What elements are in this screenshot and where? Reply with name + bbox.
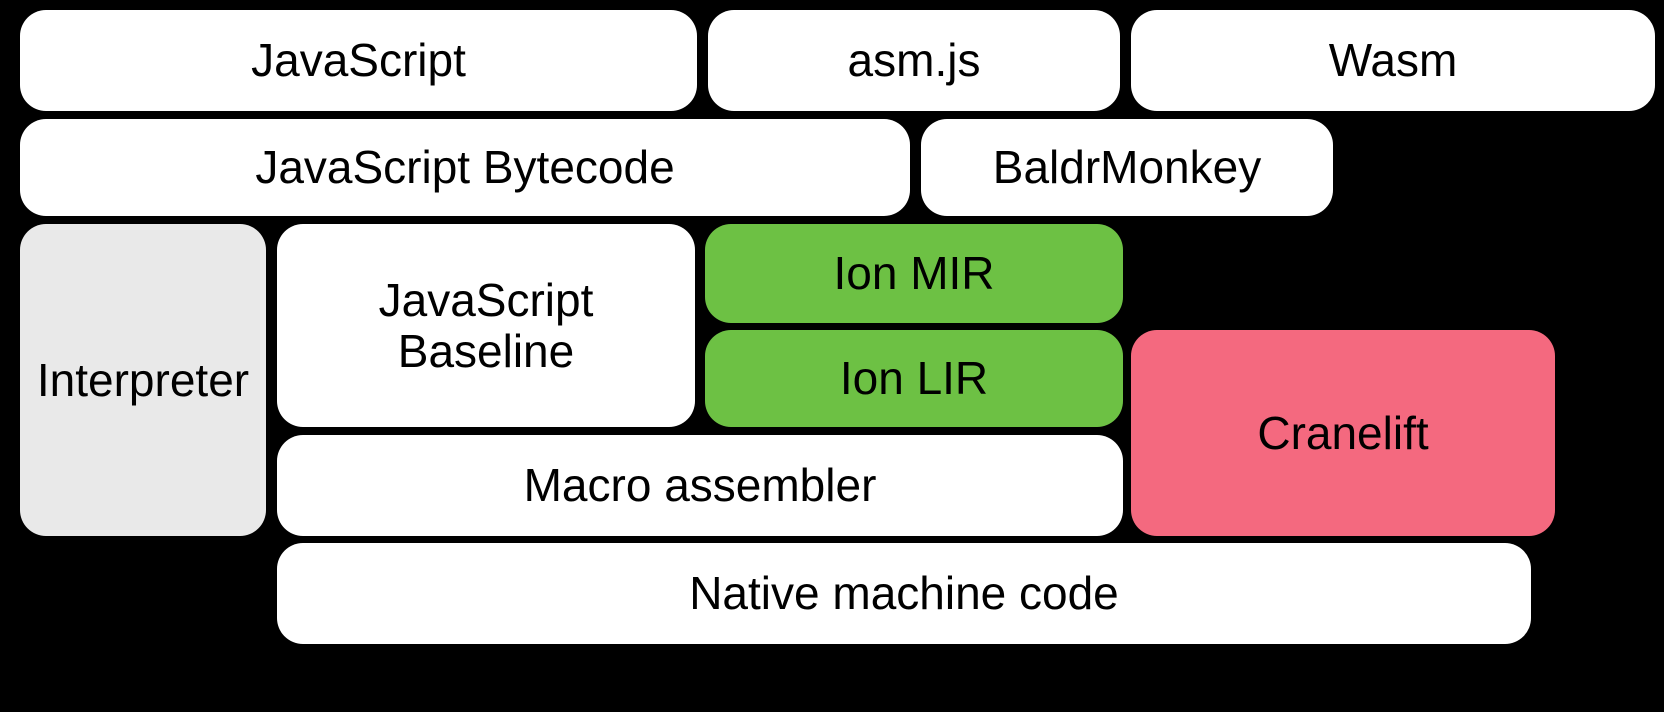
node-ion-lir: Ion LIR xyxy=(705,330,1123,427)
node-ion-mir: Ion MIR xyxy=(705,224,1123,323)
node-macro-assembler: Macro assembler xyxy=(277,435,1123,536)
node-cranelift: Cranelift xyxy=(1131,330,1555,536)
node-interpreter: Interpreter xyxy=(20,224,266,536)
node-baldrmonkey: BaldrMonkey xyxy=(921,119,1333,216)
node-javascript-baseline: JavaScript Baseline xyxy=(277,224,695,427)
node-javascript-bytecode: JavaScript Bytecode xyxy=(20,119,910,216)
node-wasm: Wasm xyxy=(1131,10,1655,111)
node-native-machine-code: Native machine code xyxy=(277,543,1531,644)
node-javascript: JavaScript xyxy=(20,10,697,111)
node-asmjs: asm.js xyxy=(708,10,1120,111)
